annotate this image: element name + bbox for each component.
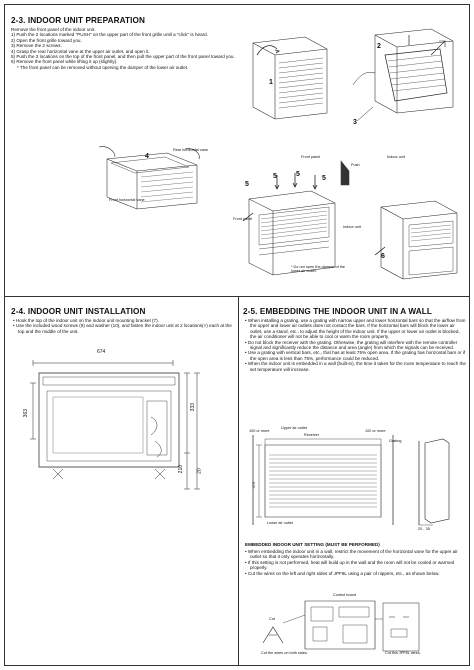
section-2-3-title: 2-3. INDOOR UNIT PREPARATION xyxy=(11,16,145,25)
callout-5d: 5 xyxy=(245,181,249,188)
callout-5c: 5 xyxy=(322,175,326,182)
control-board-label: Control board xyxy=(333,593,357,597)
setting-bullet-1: • When embedding the indoor unit in a wa… xyxy=(245,549,458,560)
section-2-3-text: Remove the front panel of the indoor uni… xyxy=(11,27,251,70)
mounting-bracket-diagram xyxy=(30,360,200,490)
callout-5b: 5 xyxy=(296,171,300,178)
dim-674: 674 xyxy=(97,349,106,355)
front-vane-label: Front horizontal vane xyxy=(109,198,145,202)
min-left-label: 100 or more xyxy=(249,429,270,433)
cut-jpf8l-label: Cut this JPF8L wires. xyxy=(385,651,421,655)
step-6: 6) Remove the front panel while lifting … xyxy=(11,59,118,65)
column-divider xyxy=(238,296,239,665)
wall-embedding-diagram xyxy=(252,435,450,526)
step-note: * The front panel can be removed without… xyxy=(17,64,189,70)
dim-363: 363 xyxy=(23,408,30,418)
dim-210: 210 xyxy=(178,464,185,474)
setting-title: EMBEDDED INDOOR UNIT SETTING (MUST BE PE… xyxy=(245,542,380,547)
damper-note: * Do not open the damper of the lower ai… xyxy=(291,265,346,274)
section-2-5-title: 2-5. EMBEDDING THE INDOOR UNIT IN A WALL xyxy=(243,307,432,316)
rear-vane-label: Rear horizontal vane xyxy=(173,148,209,152)
setting-bullet-3: • Cut the wires on the left and right si… xyxy=(245,570,440,576)
step-3: 3) Remove the 2 screws. xyxy=(11,43,62,49)
front-panel-left-label: Front panel xyxy=(233,217,253,221)
receiver-label: Receiver xyxy=(304,433,319,437)
section-2-4-text: • Hook the top of the indoor unit on the… xyxy=(13,318,233,334)
wall-bullet-1: • When installing a grating, use a grati… xyxy=(245,318,466,340)
rear-vane-illustration xyxy=(98,146,200,210)
setting-bullet-2: • If this setting is not performed, heat… xyxy=(245,559,455,571)
step-1: 1) Push the 2 locations marked "PUSH" on… xyxy=(11,32,209,38)
push-label: Push xyxy=(351,163,360,167)
dim-20: 20 xyxy=(196,468,203,474)
upper-outlet-label: Upper air outlet xyxy=(281,426,307,430)
callout-2: 2 xyxy=(377,43,381,50)
section-2-4-title: 2-4. INDOOR UNIT INSTALLATION xyxy=(11,307,146,316)
front-grille-illustration xyxy=(252,28,454,122)
setting-text: • When embedding the indoor unit in a wa… xyxy=(245,549,467,576)
step-4: 4) Grasp the rear horizontal vane at the… xyxy=(11,48,150,54)
dim-479: 479 xyxy=(252,481,257,489)
indoor-unit-top-label: Indoor unit xyxy=(387,155,405,159)
callout-4: 4 xyxy=(145,153,149,160)
manual-page: 2-3. INDOOR UNIT PREPARATION Remove the … xyxy=(4,4,470,666)
grating-label: Grating xyxy=(389,439,402,443)
section-2-3-intro: Remove the front panel of the indoor uni… xyxy=(11,27,96,32)
front-panel-removal-illustration xyxy=(242,160,350,276)
lower-outlet-label: Lower air outlet xyxy=(267,521,293,525)
bullet-2: • Use the included wood screws (9) and w… xyxy=(13,323,232,334)
indoor-unit-right-label: Indoor unit xyxy=(343,225,361,229)
step-5: 5) Push the 3 locations on the top of th… xyxy=(11,54,235,60)
section-2-5-text: • When installing a grating, use a grati… xyxy=(245,318,467,372)
gap-label: 20 - 35 xyxy=(418,527,430,531)
lift-panel-illustration xyxy=(374,200,458,280)
wall-bullet-2: • Do not block the receiver with the gra… xyxy=(245,339,458,351)
callout-3: 3 xyxy=(353,119,357,126)
control-board-diagram xyxy=(262,600,420,652)
min-right-label: 100 or more xyxy=(365,429,386,433)
wall-bullet-4: • When the indoor unit is embedded in a … xyxy=(245,361,466,372)
dim-333: 333 xyxy=(190,402,197,412)
section-divider xyxy=(5,296,469,297)
step-2: 2) Open the front grille toward you. xyxy=(11,37,82,43)
callout-6: 6 xyxy=(381,253,385,260)
callout-5a: 5 xyxy=(273,173,277,180)
wall-bullet-3: • Use a grating with vertical bars, etc.… xyxy=(245,350,466,361)
bullet-1: • Hook the top of the indoor unit on the… xyxy=(13,318,159,323)
cut-label: Cut xyxy=(269,617,275,621)
cut-wires-label: Cut the wires on both sides. xyxy=(261,651,308,655)
callout-1: 1 xyxy=(269,79,273,86)
front-panel-top-label: Front panel xyxy=(301,155,321,159)
